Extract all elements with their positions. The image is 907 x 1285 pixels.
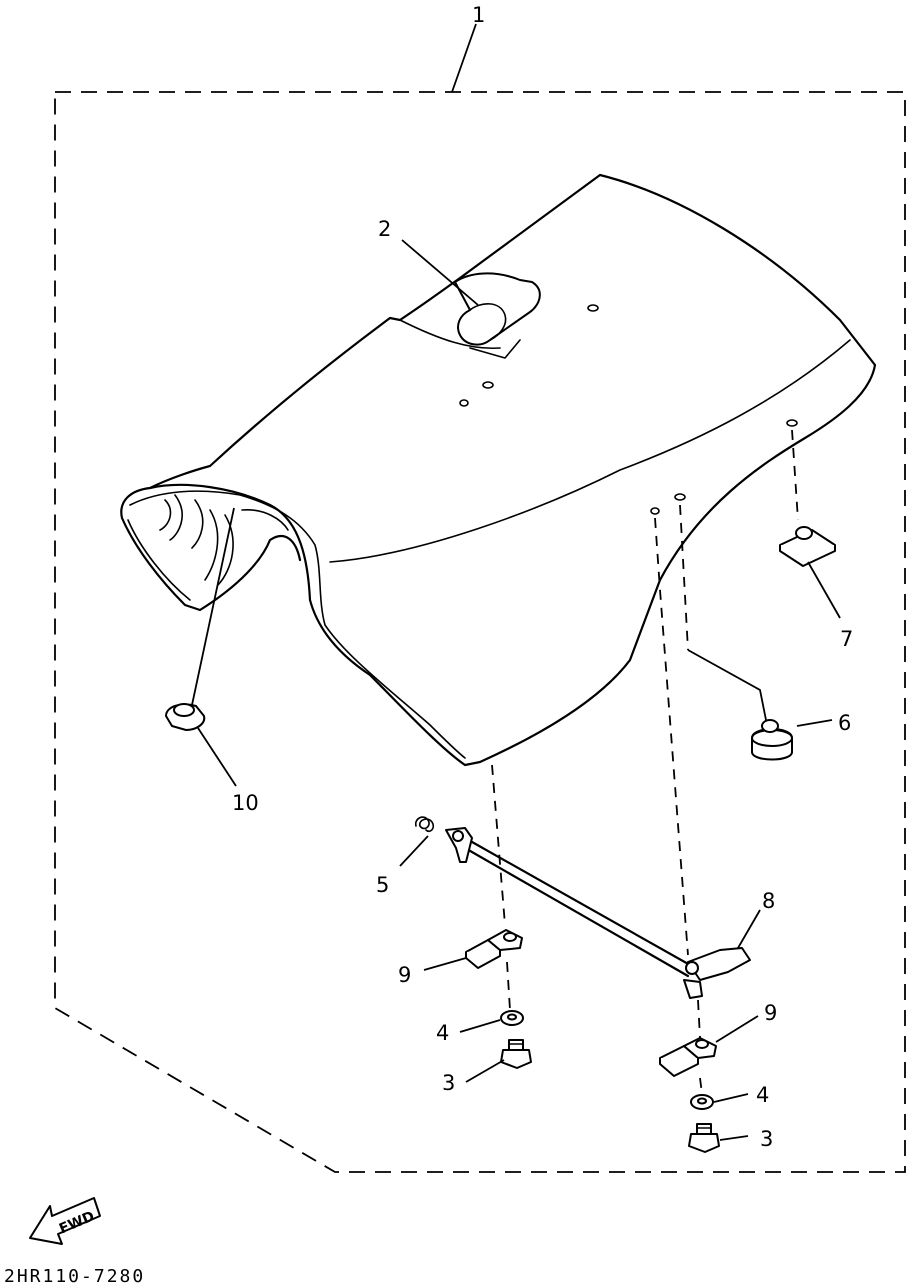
callout-6: 6 bbox=[838, 711, 851, 735]
callout-2: 2 bbox=[378, 217, 391, 241]
callout-3-left: 3 bbox=[442, 1071, 455, 1095]
part-4-washer-left bbox=[500, 1010, 524, 1026]
callout-4-right: 4 bbox=[756, 1083, 769, 1107]
part-6-damper bbox=[751, 719, 793, 761]
part-3-bolt-left bbox=[500, 1039, 532, 1069]
assembly-boundary bbox=[54, 91, 906, 1173]
callout-1: 1 bbox=[472, 3, 485, 27]
assembly-lines bbox=[491, 429, 799, 1095]
part-4-washer-right bbox=[690, 1094, 714, 1110]
part-3-bolt-right bbox=[688, 1123, 720, 1153]
callout-10: 10 bbox=[232, 791, 259, 815]
callouts: 1 2 3 3 4 4 5 6 7 8 9 9 10 bbox=[232, 3, 853, 1151]
part-5-spring bbox=[414, 816, 435, 833]
part-10-damper bbox=[165, 703, 206, 731]
callout-8: 8 bbox=[762, 889, 775, 913]
part-7-clip-nut bbox=[779, 526, 836, 567]
part-9-bracket-left bbox=[465, 929, 523, 969]
leader-lines bbox=[191, 23, 841, 1141]
seat-assembly bbox=[120, 173, 877, 767]
part-9-bracket-right bbox=[659, 1037, 717, 1077]
callout-4-left: 4 bbox=[436, 1021, 449, 1045]
part-2-strap bbox=[454, 272, 541, 346]
callout-9-right: 9 bbox=[764, 1001, 777, 1025]
callout-7: 7 bbox=[840, 627, 853, 651]
fwd-arrow-icon: FWD bbox=[29, 1197, 101, 1245]
callout-3-right: 3 bbox=[760, 1127, 773, 1151]
callout-9-left: 9 bbox=[398, 963, 411, 987]
part-8-lock-rod bbox=[445, 827, 751, 999]
drawing-code: 2HR110-7280 bbox=[4, 1266, 145, 1285]
callout-5: 5 bbox=[376, 873, 389, 897]
